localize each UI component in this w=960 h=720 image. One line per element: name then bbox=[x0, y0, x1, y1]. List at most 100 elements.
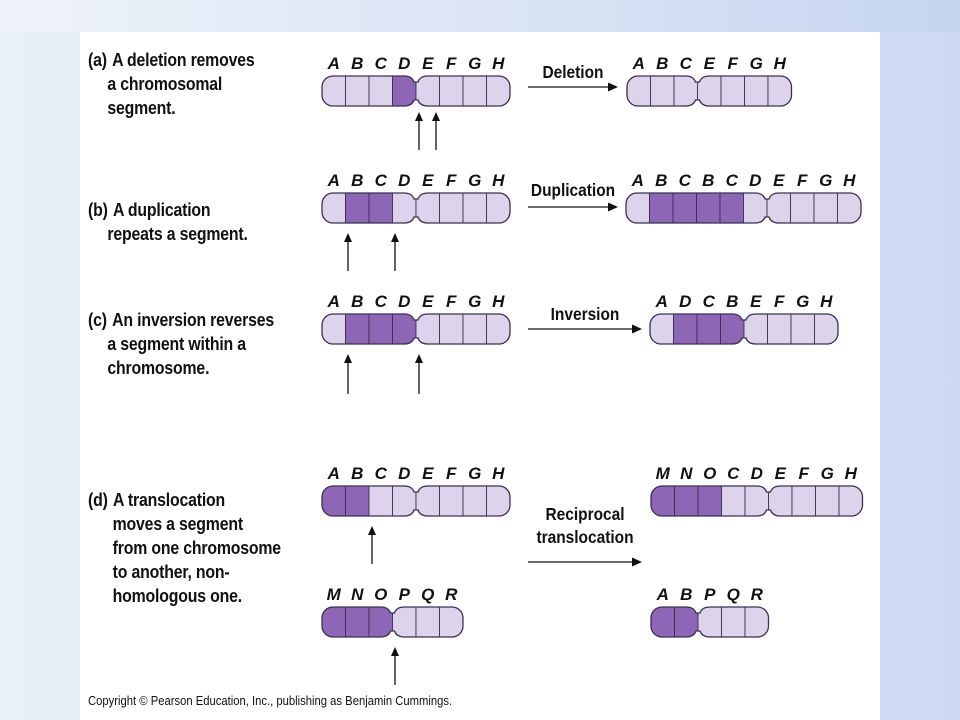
gene-label: Q bbox=[421, 585, 434, 604]
gene-label: A bbox=[656, 585, 669, 604]
gene-segment bbox=[721, 486, 746, 516]
gene-segment bbox=[674, 486, 699, 516]
arrow-head bbox=[344, 354, 352, 363]
caption-term: deletion bbox=[127, 50, 187, 70]
gene-label: F bbox=[446, 171, 457, 190]
gene-label: H bbox=[820, 292, 833, 311]
chromosome-outline bbox=[650, 485, 864, 517]
gene-segment bbox=[345, 486, 370, 516]
gene-segment bbox=[697, 486, 722, 516]
gene-label: B bbox=[680, 585, 692, 604]
gene-segment bbox=[837, 193, 861, 223]
gene-segment bbox=[626, 193, 650, 223]
breakpoint-arrow bbox=[391, 647, 399, 685]
operation-label: Reciprocal bbox=[545, 504, 624, 524]
gene-label: Q bbox=[727, 585, 740, 604]
caption-duplication: (b)A duplication repeats a segment. bbox=[88, 198, 248, 246]
gene-label: H bbox=[492, 292, 505, 311]
gene-label: G bbox=[468, 292, 481, 311]
arrow-head bbox=[632, 324, 642, 334]
gene-label: F bbox=[446, 292, 457, 311]
slide-top-band bbox=[0, 0, 960, 32]
caption-tag: (d) bbox=[88, 490, 108, 510]
breakpoint-arrow bbox=[415, 354, 423, 394]
gene-segment bbox=[439, 607, 463, 637]
gene-segment bbox=[719, 193, 744, 223]
chromosome-outline bbox=[321, 192, 511, 224]
gene-label: N bbox=[351, 585, 364, 604]
chromosome-segments bbox=[322, 607, 463, 637]
gene-label: C bbox=[680, 54, 693, 73]
caption-tag: (b) bbox=[88, 200, 108, 220]
chromosome-outline bbox=[625, 192, 862, 224]
gene-segment bbox=[767, 314, 792, 344]
arrow-head bbox=[632, 557, 642, 567]
operation-arrow: Inversion bbox=[528, 304, 642, 334]
caption-line: from one chromosome bbox=[112, 538, 281, 558]
caption-term: translocation bbox=[127, 490, 226, 510]
chromosome-outline bbox=[321, 313, 511, 345]
caption-line: moves a segment bbox=[112, 514, 243, 534]
gene-segment bbox=[672, 193, 697, 223]
caption-line: segment. bbox=[107, 98, 176, 118]
gene-label: E bbox=[422, 292, 434, 311]
chromosome-segments bbox=[322, 314, 510, 344]
gene-segment bbox=[462, 314, 487, 344]
arrow-head bbox=[391, 647, 399, 656]
gene-label: P bbox=[704, 585, 716, 604]
gene-label: E bbox=[775, 464, 787, 483]
breakpoint-arrow bbox=[391, 233, 399, 271]
gene-segment bbox=[650, 314, 674, 344]
chromosome-segments bbox=[626, 193, 861, 223]
gene-segment bbox=[439, 193, 464, 223]
gene-label: O bbox=[374, 585, 387, 604]
gene-segment bbox=[814, 314, 838, 344]
gene-segment bbox=[790, 314, 815, 344]
arrow-head bbox=[344, 233, 352, 242]
arrow-head bbox=[368, 526, 376, 535]
gene-label: F bbox=[446, 54, 457, 73]
caption-tag: (a) bbox=[88, 50, 107, 70]
gene-segment bbox=[673, 76, 698, 106]
gene-segment bbox=[462, 76, 487, 106]
breakpoint-arrow bbox=[344, 233, 352, 271]
gene-segment bbox=[743, 314, 768, 344]
gene-label: B bbox=[656, 54, 668, 73]
gene-label: E bbox=[704, 54, 716, 73]
gene-segment bbox=[392, 607, 417, 637]
gene-segment bbox=[649, 193, 674, 223]
caption-line: homologous one. bbox=[112, 586, 243, 606]
gene-segment bbox=[322, 76, 346, 106]
gene-segment bbox=[392, 486, 417, 516]
operation-label: Duplication bbox=[531, 180, 615, 200]
gene-segment bbox=[744, 76, 769, 106]
gene-label: E bbox=[750, 292, 762, 311]
gene-segment bbox=[673, 314, 698, 344]
arrow-head bbox=[608, 202, 618, 212]
gene-label: E bbox=[422, 54, 434, 73]
caption-term: inversion bbox=[137, 310, 206, 330]
gene-segment bbox=[415, 486, 440, 516]
caption-pre: An bbox=[112, 310, 138, 330]
gene-segment bbox=[627, 76, 651, 106]
gene-label: D bbox=[398, 171, 410, 190]
gene-label: A bbox=[632, 54, 645, 73]
operation-arrow: Deletion bbox=[528, 62, 618, 92]
caption-line: repeats a segment. bbox=[107, 224, 248, 244]
gene-label: E bbox=[422, 171, 434, 190]
gene-segment bbox=[415, 607, 440, 637]
gene-segment bbox=[697, 607, 722, 637]
copyright-notice: Copyright © Pearson Education, Inc., pub… bbox=[88, 694, 453, 708]
gene-label: M bbox=[327, 585, 342, 604]
caption-line: chromosome. bbox=[107, 358, 210, 378]
gene-segment bbox=[415, 193, 440, 223]
gene-segment bbox=[651, 486, 675, 516]
gene-label: R bbox=[445, 585, 458, 604]
gene-segment bbox=[767, 76, 792, 106]
gene-label: C bbox=[375, 292, 388, 311]
